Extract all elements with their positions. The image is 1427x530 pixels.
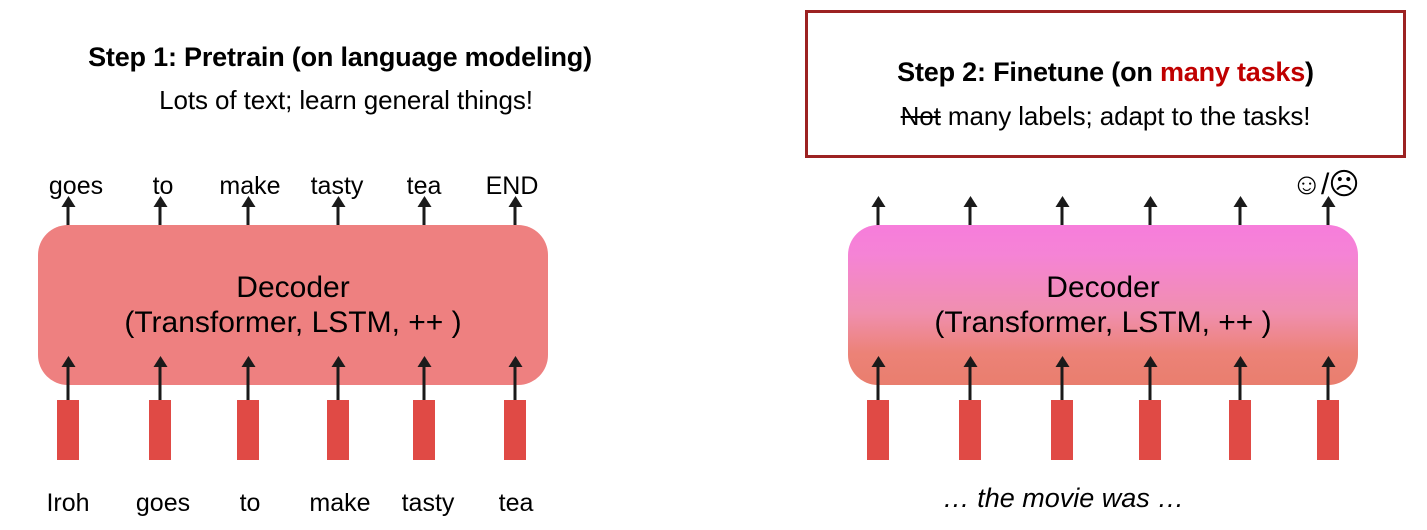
pretrain-title: Step 1: Pretrain (on language modeling) (88, 42, 592, 72)
input-arrow (1326, 365, 1330, 403)
finetune-title-suffix: ) (1305, 57, 1314, 87)
input-embedding-bar (237, 400, 259, 460)
input-arrow (513, 365, 517, 403)
input-embedding-bar (504, 400, 526, 460)
input-embedding-bar (959, 400, 981, 460)
pretrain-output-token-row: goes to make tasty tea END (0, 165, 700, 199)
input-arrow (1148, 365, 1152, 403)
input-embedding-bar (867, 400, 889, 460)
input-token-label: goes (135, 489, 191, 517)
decoder-subtitle: (Transformer, LSTM, ++ ) (124, 306, 462, 339)
finetune-title: Step 2: Finetune (on many tasks) (808, 57, 1403, 88)
finetune-heading-block: Step 2: Finetune (on many tasks) Not man… (808, 57, 1403, 132)
finetune-title-highlight: many tasks (1159, 57, 1306, 87)
output-token-label: goes (48, 172, 104, 200)
output-token-label: tasty (310, 172, 364, 200)
input-embedding-bar (1139, 400, 1161, 460)
input-arrow (158, 365, 162, 403)
input-embedding-bar (57, 400, 79, 460)
input-arrow (66, 365, 70, 403)
pretrain-input-token-row: Iroh goes to make tasty tea (0, 474, 700, 516)
sentiment-smiley-frowny-icon: ☺/☹ (1291, 168, 1359, 201)
input-token-label: tasty (401, 489, 455, 517)
decoder-subtitle: (Transformer, LSTM, ++ ) (934, 306, 1272, 339)
finetune-title-prefix: Step 2: Finetune (on (897, 57, 1160, 87)
input-arrow (336, 365, 340, 403)
pretrain-heading-block: Step 1: Pretrain (on language modeling) … (0, 42, 700, 116)
input-arrow (968, 365, 972, 403)
input-embedding-bar (327, 400, 349, 460)
input-arrow (246, 365, 250, 403)
input-arrow (876, 365, 880, 403)
output-token-label: to (152, 172, 174, 200)
pretrain-panel: Step 1: Pretrain (on language modeling) … (0, 0, 700, 530)
finetune-callout-frame: Step 2: Finetune (on many tasks) Not man… (805, 10, 1406, 158)
input-token-label: make (309, 489, 371, 517)
input-arrow (1238, 365, 1242, 403)
input-embedding-bar (1317, 400, 1339, 460)
decoder-title: Decoder (1046, 270, 1160, 304)
pretrain-decoder-box: Decoder (Transformer, LSTM, ++ ) (38, 225, 548, 385)
input-arrow (1060, 365, 1064, 403)
input-embedding-bar (1051, 400, 1073, 460)
finetune-subtitle: Not many labels; adapt to the tasks! (808, 101, 1403, 132)
decoder-title: Decoder (236, 270, 350, 304)
input-embedding-bar (413, 400, 435, 460)
input-token-label: to (239, 489, 261, 517)
finetune-subtitle-rest: many labels; adapt to the tasks! (940, 101, 1311, 131)
input-token-label: Iroh (46, 489, 90, 517)
pretrain-subtitle: Lots of text; learn general things! (159, 85, 533, 115)
input-token-label: tea (498, 489, 534, 517)
input-embedding-bar (1229, 400, 1251, 460)
finetune-subtitle-struck-word: Not (900, 101, 941, 131)
finetune-decoder-box: Decoder (Transformer, LSTM, ++ ) (848, 225, 1358, 385)
finetune-panel: Step 2: Finetune (on many tasks) Not man… (700, 0, 1427, 530)
input-embedding-bar (149, 400, 171, 460)
output-token-label: make (219, 172, 281, 200)
output-token-label: END (485, 172, 539, 200)
input-arrow (422, 365, 426, 403)
output-token-label: tea (406, 172, 442, 200)
finetune-input-caption: … the movie was … (942, 483, 1185, 513)
